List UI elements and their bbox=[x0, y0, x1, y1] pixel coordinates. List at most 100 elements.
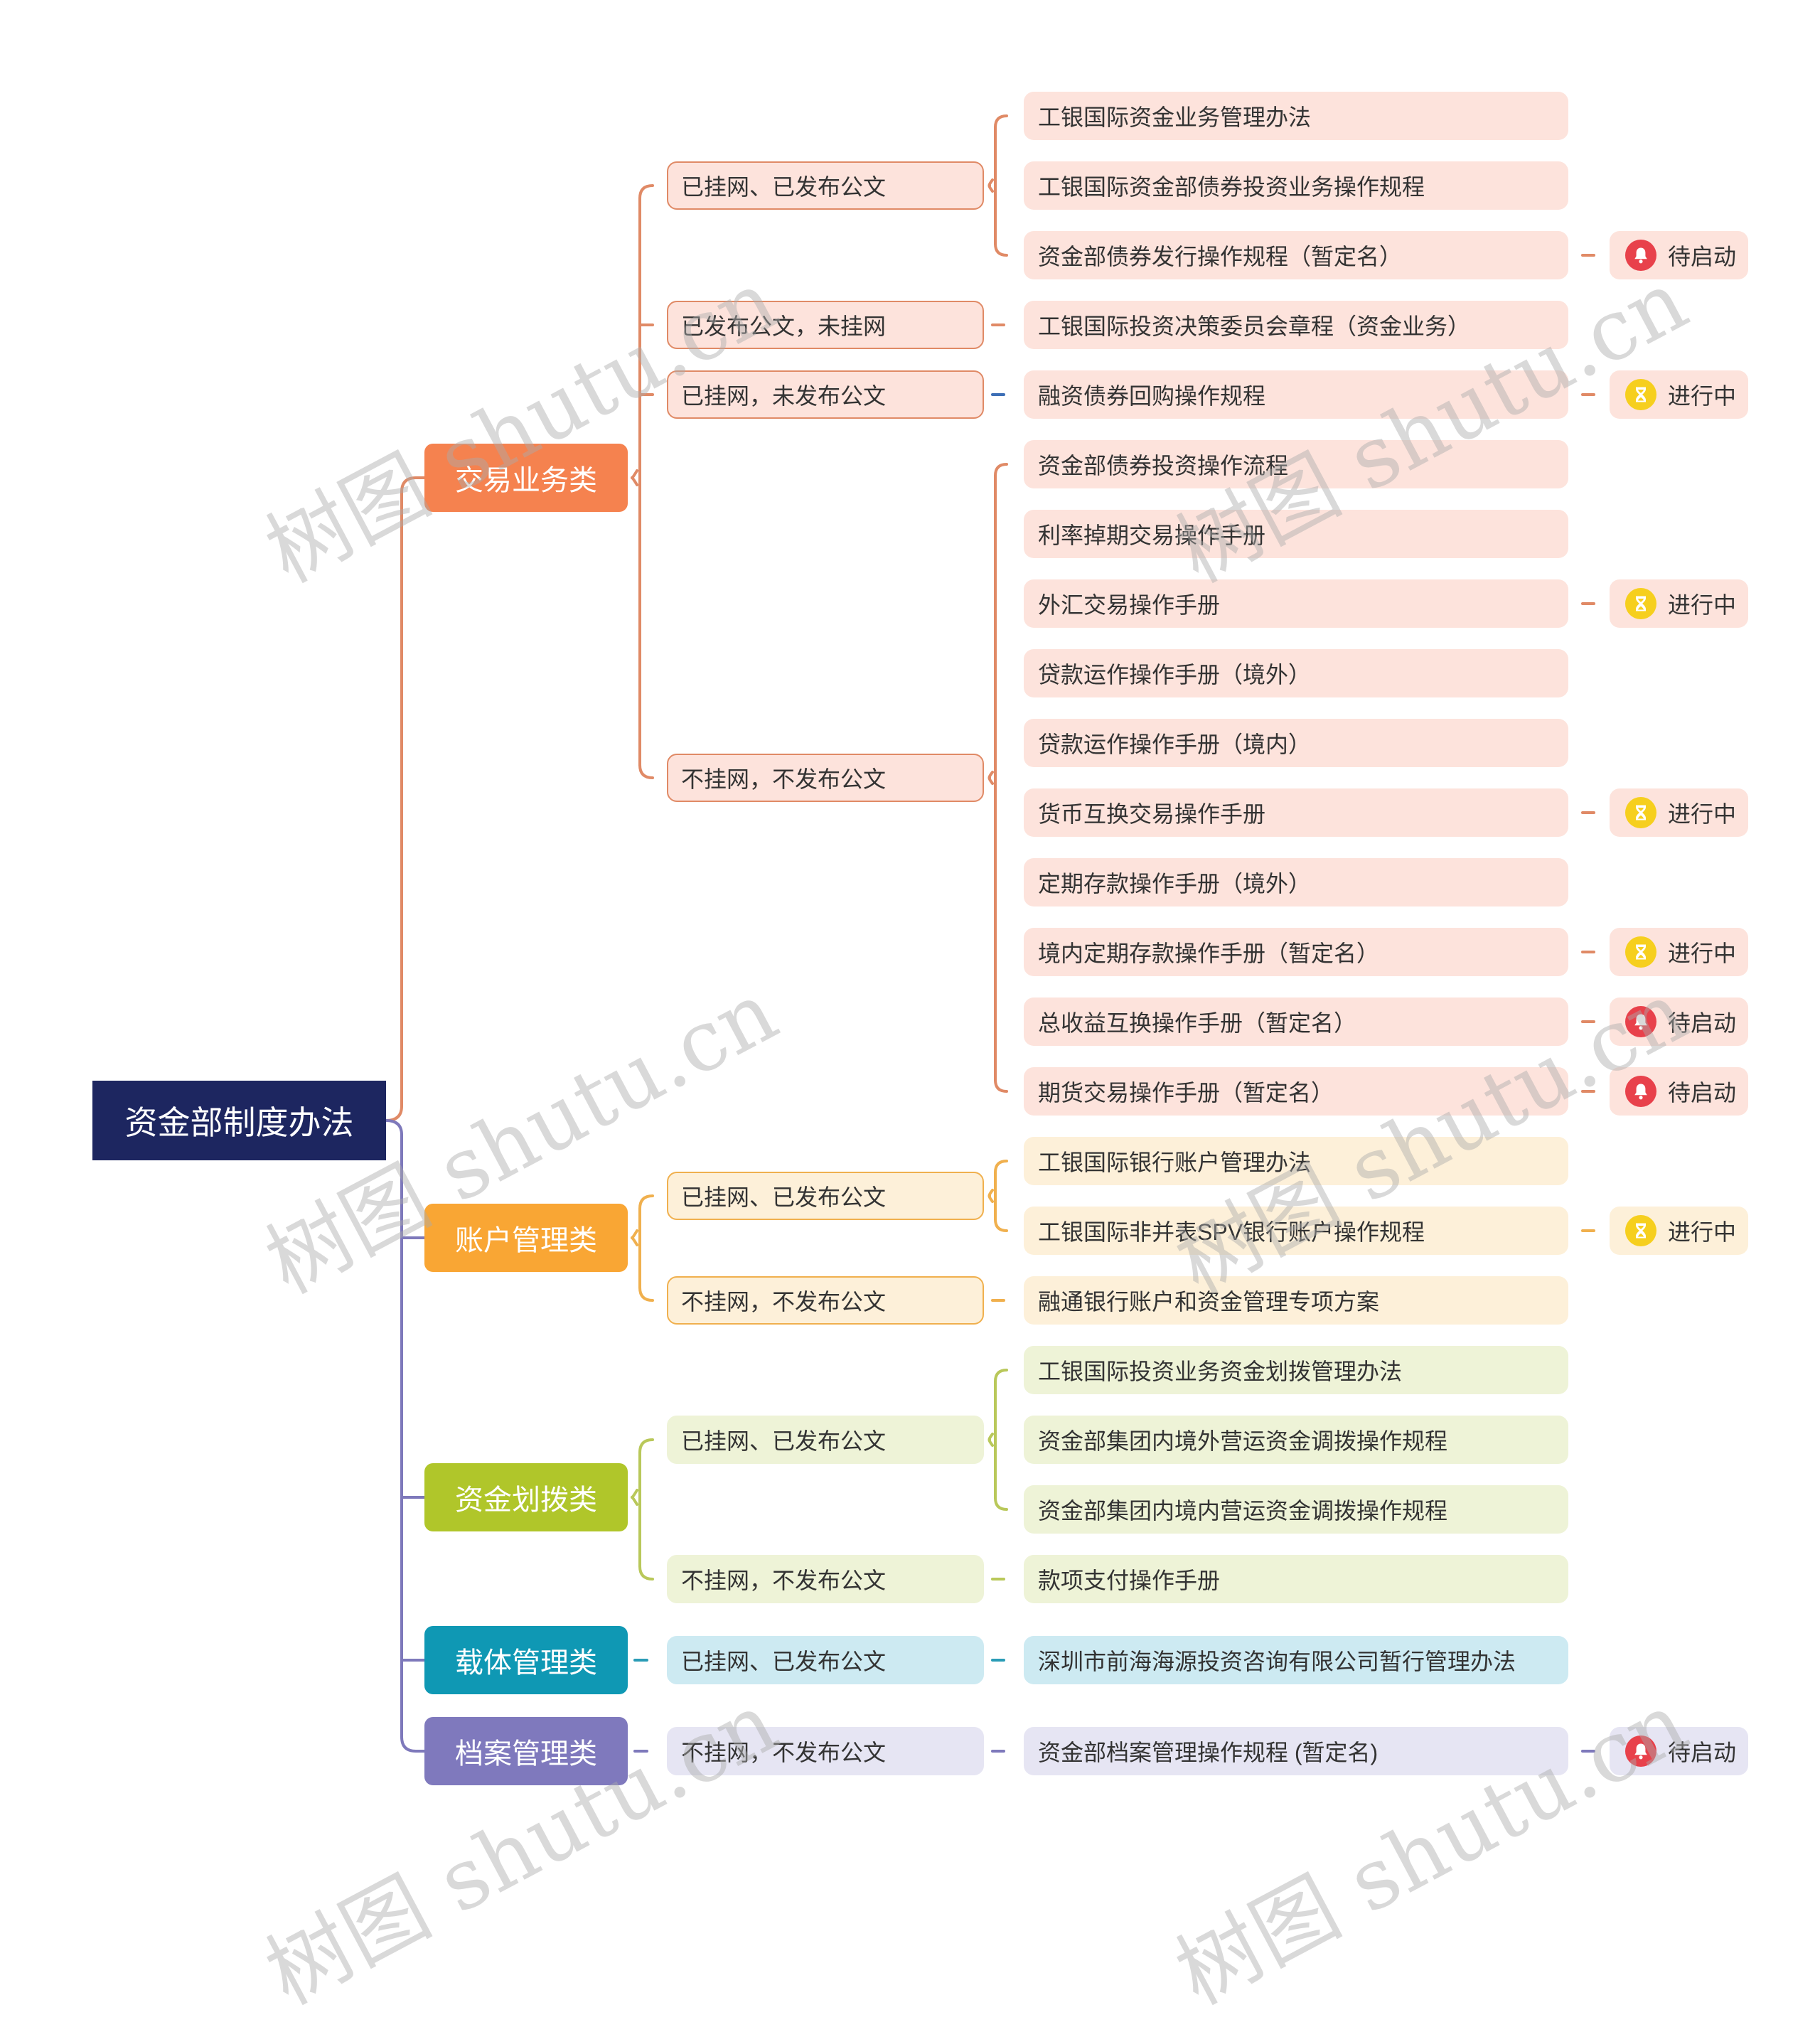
hourglass-icon bbox=[1625, 1215, 1656, 1246]
group-node[interactable]: 已挂网、已发布公文 bbox=[667, 1172, 984, 1220]
leaf-node[interactable]: 工银国际资金业务管理办法 bbox=[1024, 92, 1568, 140]
leaf-node-label: 工银国际投资业务资金划拨管理办法 bbox=[1038, 1359, 1403, 1384]
leaf-node[interactable]: 资金部档案管理操作规程 (暂定名) bbox=[1024, 1727, 1568, 1775]
leaf-node[interactable]: 深圳市前海海源投资咨询有限公司暂行管理办法 bbox=[1024, 1636, 1568, 1684]
connector-line bbox=[994, 1218, 1008, 1232]
category-node-label: 交易业务类 bbox=[455, 465, 597, 496]
leaf-node-label: 外汇交易操作手册 bbox=[1038, 592, 1221, 618]
group-node[interactable]: 不挂网，不发布公文 bbox=[667, 754, 984, 802]
leaf-node[interactable]: 定期存款操作手册（境外） bbox=[1024, 858, 1568, 906]
hourglass-icon bbox=[1625, 379, 1656, 410]
connector-line bbox=[994, 1079, 1008, 1093]
group-node-label: 不挂网，不发布公文 bbox=[681, 1289, 887, 1315]
leaf-node[interactable]: 工银国际非并表SPV银行账户操作规程 bbox=[1024, 1207, 1568, 1255]
bell-icon bbox=[1625, 1076, 1656, 1107]
leaf-node-label: 款项支付操作手册 bbox=[1038, 1568, 1221, 1593]
status-badge-label: 待启动 bbox=[1668, 1010, 1737, 1036]
leaf-node[interactable]: 贷款运作操作手册（境外） bbox=[1024, 649, 1568, 697]
category-node[interactable]: 账户管理类 bbox=[424, 1204, 628, 1272]
connector-line bbox=[994, 114, 1008, 129]
leaf-node[interactable]: 融通银行账户和资金管理专项方案 bbox=[1024, 1276, 1568, 1325]
leaf-node[interactable]: 资金部债券发行操作规程（暂定名） bbox=[1024, 231, 1568, 279]
status-badge-pending[interactable]: 待启动 bbox=[1610, 231, 1748, 279]
leaf-node[interactable]: 工银国际资金部债券投资业务操作规程 bbox=[1024, 161, 1568, 210]
group-node-label: 已挂网、已发布公文 bbox=[681, 1428, 887, 1454]
category-node-label: 账户管理类 bbox=[455, 1225, 597, 1256]
group-node[interactable]: 已挂网、已发布公文 bbox=[667, 161, 984, 210]
status-badge-progress[interactable]: 进行中 bbox=[1610, 788, 1748, 837]
leaf-node-label: 资金部债券发行操作规程（暂定名） bbox=[1038, 244, 1403, 269]
connector-line bbox=[638, 1194, 654, 1210]
leaf-node[interactable]: 款项支付操作手册 bbox=[1024, 1555, 1568, 1603]
group-node[interactable]: 不挂网，不发布公文 bbox=[667, 1555, 984, 1603]
leaf-node-label: 贷款运作操作手册（境内） bbox=[1038, 732, 1312, 757]
connector-line bbox=[994, 1497, 1008, 1511]
status-badge-progress[interactable]: 进行中 bbox=[1610, 370, 1748, 419]
category-node[interactable]: 档案管理类 bbox=[424, 1717, 628, 1785]
connector-line bbox=[987, 184, 994, 193]
leaf-node-label: 资金部债券投资操作流程 bbox=[1038, 453, 1289, 478]
leaf-node[interactable]: 工银国际银行账户管理办法 bbox=[1024, 1137, 1568, 1185]
leaf-node[interactable]: 货币互换交易操作手册 bbox=[1024, 788, 1568, 837]
category-node[interactable]: 载体管理类 bbox=[424, 1626, 628, 1694]
status-badge-pending[interactable]: 待启动 bbox=[1610, 998, 1748, 1046]
group-node[interactable]: 已挂网、已发布公文 bbox=[667, 1416, 984, 1464]
group-node[interactable]: 已挂网，未发布公文 bbox=[667, 370, 984, 419]
connector-line bbox=[631, 476, 638, 486]
leaf-node[interactable]: 资金部集团内境外营运资金调拨操作规程 bbox=[1024, 1416, 1568, 1464]
mind-map: 工银国际资金业务管理办法工银国际资金部债券投资业务操作规程资金部债券发行操作规程… bbox=[92, 92, 1748, 2023]
status-badge-label: 进行中 bbox=[1668, 383, 1737, 409]
leaf-node-label: 工银国际资金业务管理办法 bbox=[1038, 105, 1312, 130]
leaf-node[interactable]: 融资债券回购操作规程 bbox=[1024, 370, 1568, 419]
connector-line bbox=[638, 184, 654, 200]
connector-line bbox=[638, 1565, 654, 1581]
connector-line bbox=[638, 1438, 654, 1454]
group-node-label: 已发布公文，未挂网 bbox=[681, 314, 887, 339]
category-node[interactable]: 资金划拨类 bbox=[424, 1463, 628, 1531]
leaf-node[interactable]: 贷款运作操作手册（境内） bbox=[1024, 719, 1568, 767]
leaf-node-label: 总收益互换操作手册（暂定名） bbox=[1038, 1010, 1357, 1036]
root-node[interactable]: 资金部制度办法 bbox=[92, 1081, 386, 1160]
connector-line bbox=[385, 476, 426, 1122]
category-node[interactable]: 交易业务类 bbox=[424, 444, 628, 512]
hourglass-icon bbox=[1625, 797, 1656, 828]
connector-line bbox=[994, 1160, 1008, 1174]
leaf-node-label: 工银国际资金部债券投资业务操作规程 bbox=[1038, 174, 1425, 200]
leaf-node-label: 工银国际银行账户管理办法 bbox=[1038, 1150, 1312, 1175]
status-badge-progress[interactable]: 进行中 bbox=[1610, 579, 1748, 628]
leaf-node[interactable]: 外汇交易操作手册 bbox=[1024, 579, 1568, 628]
leaf-node-label: 资金部档案管理操作规程 (暂定名) bbox=[1038, 1740, 1379, 1765]
leaf-node[interactable]: 工银国际投资业务资金划拨管理办法 bbox=[1024, 1346, 1568, 1394]
group-node[interactable]: 已挂网、已发布公文 bbox=[667, 1636, 984, 1684]
connector-line bbox=[987, 776, 994, 785]
leaf-node-label: 境内定期存款操作手册（暂定名） bbox=[1038, 941, 1380, 966]
leaf-node-label: 资金部集团内境外营运资金调拨操作规程 bbox=[1038, 1428, 1448, 1454]
leaf-node[interactable]: 总收益互换操作手册（暂定名） bbox=[1024, 998, 1568, 1046]
leaf-node-label: 定期存款操作手册（境外） bbox=[1038, 871, 1312, 897]
group-node-label: 不挂网，不发布公文 bbox=[681, 1568, 887, 1593]
category-node-label: 资金划拨类 bbox=[455, 1485, 597, 1516]
leaf-node[interactable]: 资金部债券投资操作流程 bbox=[1024, 440, 1568, 488]
leaf-node[interactable]: 境内定期存款操作手册（暂定名） bbox=[1024, 928, 1568, 976]
connector-lines bbox=[385, 114, 1595, 1753]
group-node-label: 已挂网、已发布公文 bbox=[681, 174, 887, 200]
leaf-node[interactable]: 工银国际投资决策委员会章程（资金业务） bbox=[1024, 301, 1568, 349]
leaf-node-label: 货币互换交易操作手册 bbox=[1038, 801, 1266, 827]
status-badge-pending[interactable]: 待启动 bbox=[1610, 1067, 1748, 1116]
leaf-node[interactable]: 资金部集团内境内营运资金调拨操作规程 bbox=[1024, 1485, 1568, 1534]
category-node-label: 载体管理类 bbox=[455, 1647, 597, 1679]
group-node-label: 已挂网、已发布公文 bbox=[681, 1649, 887, 1674]
status-badge-progress[interactable]: 进行中 bbox=[1610, 928, 1748, 976]
status-badge-pending[interactable]: 待启动 bbox=[1610, 1727, 1748, 1775]
group-node[interactable]: 不挂网，不发布公文 bbox=[667, 1727, 984, 1775]
status-badge-progress[interactable]: 进行中 bbox=[1610, 1207, 1748, 1255]
leaf-node-label: 深圳市前海海源投资咨询有限公司暂行管理办法 bbox=[1038, 1649, 1516, 1674]
status-badge-label: 进行中 bbox=[1668, 941, 1737, 966]
status-badge-label: 待启动 bbox=[1668, 1080, 1737, 1106]
group-node[interactable]: 已发布公文，未挂网 bbox=[667, 301, 984, 349]
hourglass-icon bbox=[1625, 936, 1656, 968]
connector-line bbox=[385, 1119, 426, 1753]
leaf-node[interactable]: 利率掉期交易操作手册 bbox=[1024, 510, 1568, 558]
leaf-node[interactable]: 期货交易操作手册（暂定名） bbox=[1024, 1067, 1568, 1116]
group-node[interactable]: 不挂网，不发布公文 bbox=[667, 1276, 984, 1325]
